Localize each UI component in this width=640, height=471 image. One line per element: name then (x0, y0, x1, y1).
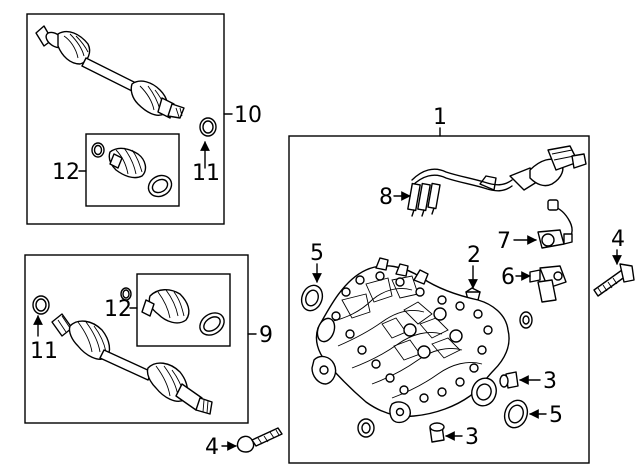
sensor-7[interactable] (537, 199, 573, 249)
rear-axle-shaft-bottom[interactable] (51, 313, 213, 415)
callout-11-top: 11 (192, 161, 220, 186)
axle-seal-5-right[interactable] (501, 397, 531, 431)
callout-4-right: 4 (611, 227, 625, 252)
callout-1: 1 (433, 105, 447, 130)
rear-axle-shaft-top[interactable] (35, 25, 185, 119)
callout-5-right: 5 (549, 403, 563, 428)
axle-group-box-bottom (24, 254, 249, 424)
differential-group-box (288, 135, 590, 464)
plug-3-lower[interactable] (429, 422, 445, 443)
callout-8: 8 (379, 185, 393, 210)
callout-12-top: 12 (52, 160, 80, 185)
cv-boot-kit-bottom[interactable] (120, 287, 228, 340)
snap-ring-top[interactable] (199, 117, 217, 137)
callout-6: 6 (501, 265, 515, 290)
sensor-6[interactable] (529, 265, 567, 303)
mounting-bolt-4-right[interactable] (593, 263, 635, 297)
callout-7: 7 (497, 229, 511, 254)
snap-ring-bottom[interactable] (32, 295, 50, 315)
axle-seal-5-left[interactable] (298, 282, 326, 313)
callout-10: 10 (234, 103, 262, 128)
cv-boot-kit-top[interactable] (91, 142, 175, 201)
callout-3-upper: 3 (543, 369, 557, 394)
callout-9: 9 (259, 323, 273, 348)
wiring-harness[interactable] (407, 145, 587, 217)
boot-kit-box-top (85, 133, 180, 207)
callout-2: 2 (467, 243, 481, 268)
callout-4-bottom: 4 (205, 435, 219, 460)
plug-3-upper[interactable] (499, 371, 519, 389)
callout-5-left: 5 (310, 241, 324, 266)
boot-kit-box-bottom (136, 273, 231, 347)
plug-right-upper[interactable] (519, 311, 533, 329)
differential-assembly[interactable] (311, 257, 510, 424)
axle-group-box-top (26, 13, 225, 225)
washer-lower-left[interactable] (357, 418, 375, 438)
callout-11-bottom: 11 (30, 339, 58, 364)
mounting-bolt-4-bottom[interactable] (236, 427, 283, 453)
callout-12-bottom: 12 (104, 297, 132, 322)
callout-3-lower: 3 (465, 425, 479, 450)
